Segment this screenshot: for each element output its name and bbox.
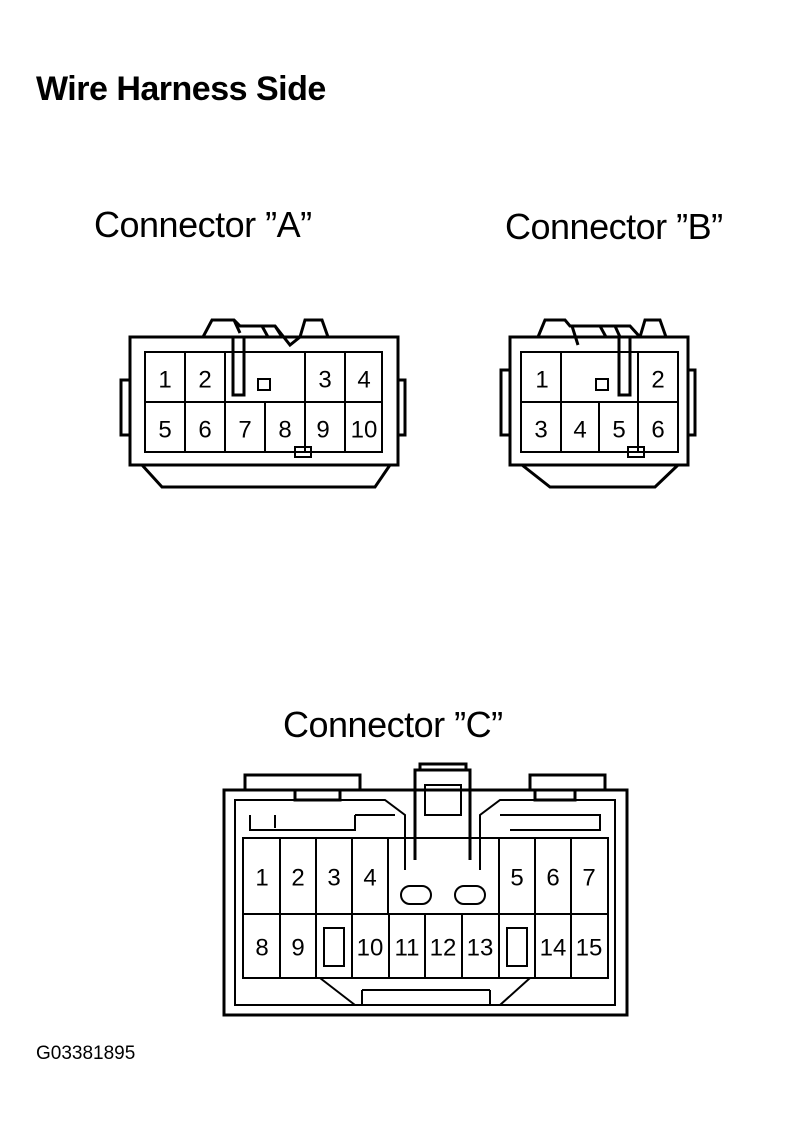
connector-c: 1 2 3 4 5 6 7 8 9 10 11 12 13 14 15 [222,762,629,1017]
diagram-title: Wire Harness Side [36,70,326,108]
connector-a-pin: 3 [318,367,331,394]
connector-a-label: Connector ”A” [94,204,312,245]
connector-a-pin: 1 [158,367,171,394]
connector-c-pin: 14 [540,935,567,962]
connector-a-pin: 5 [158,417,171,444]
connector-c-pin: 4 [363,865,376,892]
connector-c-pin: 13 [467,935,494,962]
connector-c-pin: 1 [255,865,268,892]
connector-b: 1 2 3 4 5 6 [499,318,697,489]
connector-c-pin: 9 [291,935,304,962]
connector-a-pin: 2 [198,367,211,394]
connector-c-pin: 6 [546,865,559,892]
connector-c-pin: 7 [582,865,595,892]
connector-c-pin: 10 [357,935,384,962]
connector-b-pin: 3 [534,417,547,444]
connector-c-label: Connector ”C” [283,704,503,745]
connector-c-pin: 11 [395,935,420,962]
connector-c-pin: 2 [291,865,304,892]
connector-a-pin: 10 [351,417,378,444]
connector-b-pin: 2 [651,367,664,394]
pin-cell [570,913,609,979]
connector-c-pin: 12 [430,935,457,962]
pin-cell [344,401,383,453]
figure-id: G03381895 [36,1043,136,1064]
connector-c-pin: 5 [510,865,523,892]
connector-b-pin: 5 [612,417,625,444]
connector-a-pin: 8 [278,417,291,444]
pin-cell [637,401,679,453]
connector-b-pin: 6 [651,417,664,444]
connector-a-pin: 9 [316,417,329,444]
connector-a: 1 2 3 4 5 6 7 8 9 10 [119,318,407,489]
connector-a-pin: 7 [238,417,251,444]
connector-a-pin: 4 [357,367,370,394]
connector-b-label: Connector ”B” [505,206,723,247]
connector-c-pin: 3 [327,865,340,892]
connector-b-pin: 4 [573,417,586,444]
connector-a-pin: 6 [198,417,211,444]
connector-b-pin: 1 [535,367,548,394]
connector-c-pin: 15 [576,935,603,962]
connector-c-pin: 8 [255,935,268,962]
